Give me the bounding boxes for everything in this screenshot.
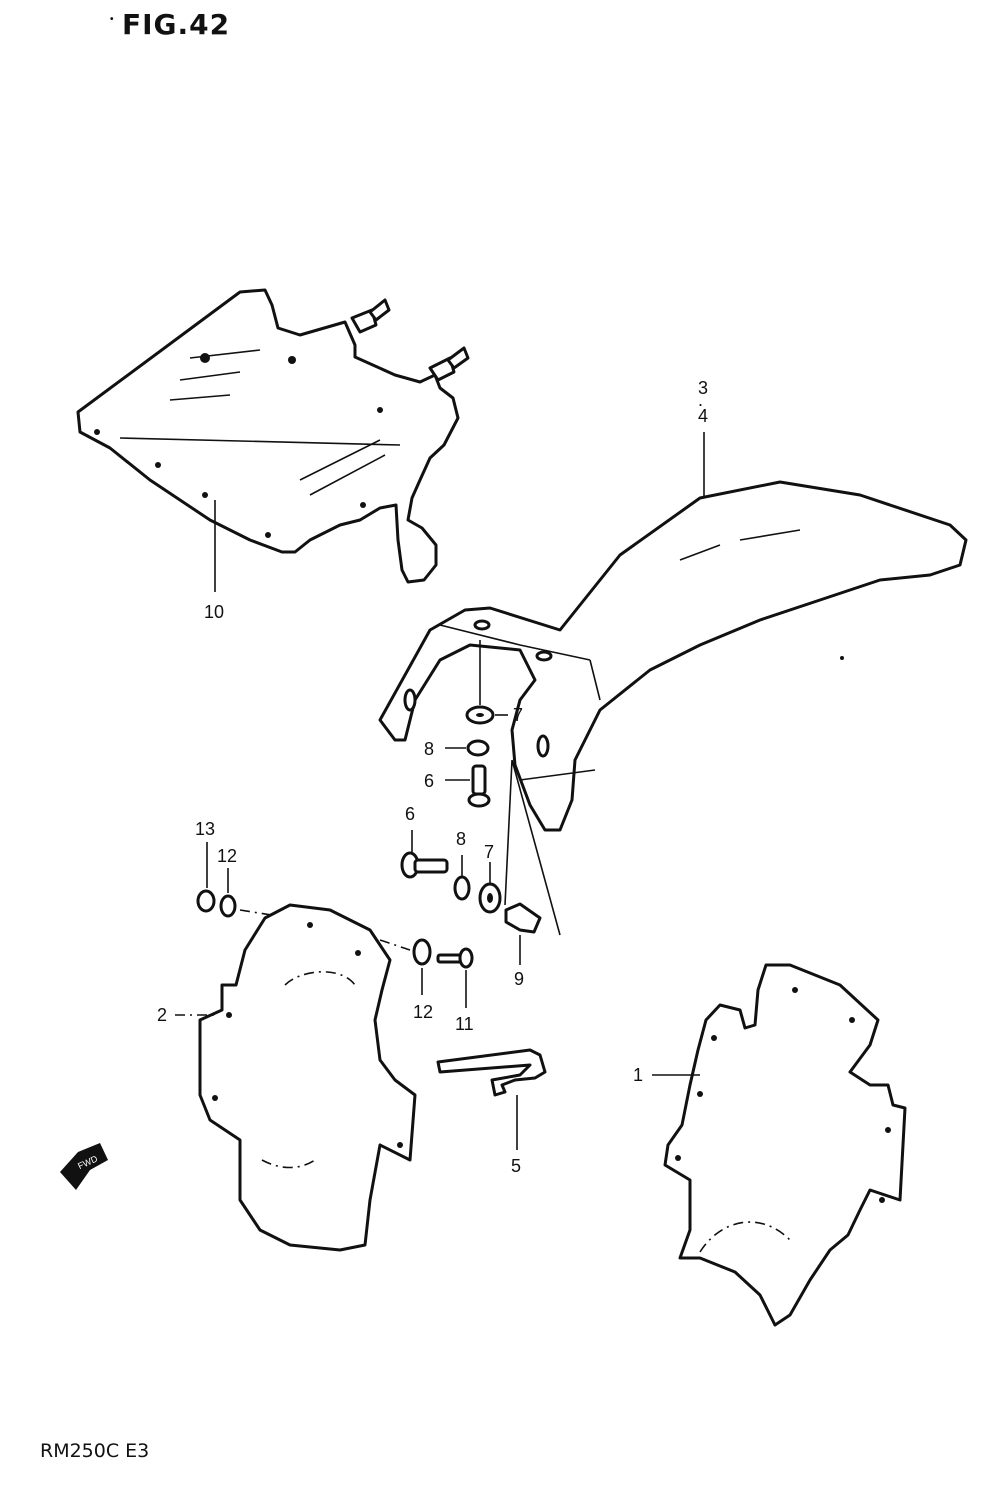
front-direction-arrow-icon: FWD [60, 1143, 108, 1190]
part-1-mud-flap[interactable] [663, 963, 907, 1327]
part-12-washer-a[interactable] [219, 894, 237, 918]
part-11-screw[interactable] [436, 947, 474, 969]
callout-5: 5 [511, 1156, 521, 1176]
callout-9: 9 [514, 969, 524, 989]
part-2-rear-mudguard[interactable] [198, 903, 417, 1252]
callout-10: 10 [204, 602, 224, 622]
callout-3: 3 [698, 378, 708, 398]
speck [840, 656, 844, 660]
part-5-band[interactable] [436, 1048, 547, 1097]
part-13-nut[interactable] [196, 889, 216, 913]
callout-2: 2 [157, 1005, 167, 1025]
callout-4: 4 [698, 406, 708, 426]
part-7-washer-b[interactable] [478, 882, 502, 914]
leader-to-mudguard [239, 909, 291, 919]
callout-separator-dot: . [698, 390, 703, 410]
part-8-washer-a[interactable] [466, 739, 490, 757]
callout-13: 13 [195, 819, 215, 839]
callout-8b: 8 [456, 829, 466, 849]
callout-12a: 12 [217, 846, 237, 866]
callout-11: 11 [455, 1014, 474, 1034]
part-10-number-plate[interactable] [76, 288, 470, 584]
part-6-bolt-a[interactable] [467, 764, 491, 808]
callout-6b: 6 [405, 804, 415, 824]
callout-1: 1 [633, 1065, 643, 1085]
callout-7b: 7 [484, 842, 494, 862]
callout-12b: 12 [413, 1002, 433, 1022]
part-7-washer-a[interactable] [465, 705, 495, 725]
callout-6a: 6 [424, 771, 434, 791]
leader-to-washer-12b [379, 939, 411, 951]
callout-8a: 8 [424, 739, 434, 759]
model-label: RM250C E3 [40, 1440, 150, 1462]
figure-title: FIG.42 [122, 8, 231, 41]
title-dot: • [110, 14, 114, 25]
assembly-leader-lines [504, 759, 561, 936]
part-12-washer-b[interactable] [412, 938, 432, 966]
callout-7a: 7 [513, 705, 523, 725]
part-8-washer-b[interactable] [453, 875, 471, 901]
part-6-bolt-b[interactable] [400, 851, 449, 879]
part-9-collar[interactable] [504, 902, 542, 934]
part-3-4-rear-fender[interactable] [378, 480, 968, 832]
